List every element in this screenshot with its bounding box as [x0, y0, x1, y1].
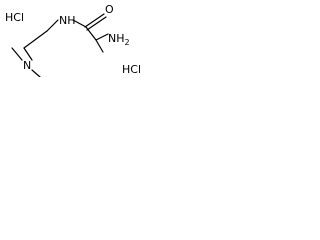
bond-alpha-nh2: [95, 33, 109, 41]
hcl-label-left: HCl: [5, 11, 24, 24]
bond-carbonyl-oxygen-1: [84, 13, 105, 28]
bond-c2-c1: [23, 30, 48, 49]
bond-n-methyl-left: [11, 47, 23, 61]
bond-carbonyl-oxygen-2: [86, 16, 107, 31]
amide-nh-label: NH: [59, 14, 76, 27]
amine-nh2-label: NH2: [108, 32, 130, 47]
bond-nh-carbonyl: [72, 19, 87, 28]
oxygen-label: O: [105, 3, 114, 16]
bond-nh-c2: [46, 19, 59, 32]
amine-subscript-2: 2: [125, 38, 130, 47]
bond-n-methyl-down: [31, 69, 41, 77]
bond-lines: [11, 13, 109, 77]
bond-c1-n: [23, 47, 33, 61]
chemical-structure: HCl NH O NH2 N HCl: [5, 3, 141, 77]
hcl-label-right: HCl: [122, 63, 141, 76]
dimethyl-n-label: N: [23, 59, 31, 72]
bond-alpha-methyl: [95, 39, 104, 53]
amine-nh-text: NH: [108, 32, 125, 45]
bond-carbonyl-alpha: [85, 26, 97, 41]
